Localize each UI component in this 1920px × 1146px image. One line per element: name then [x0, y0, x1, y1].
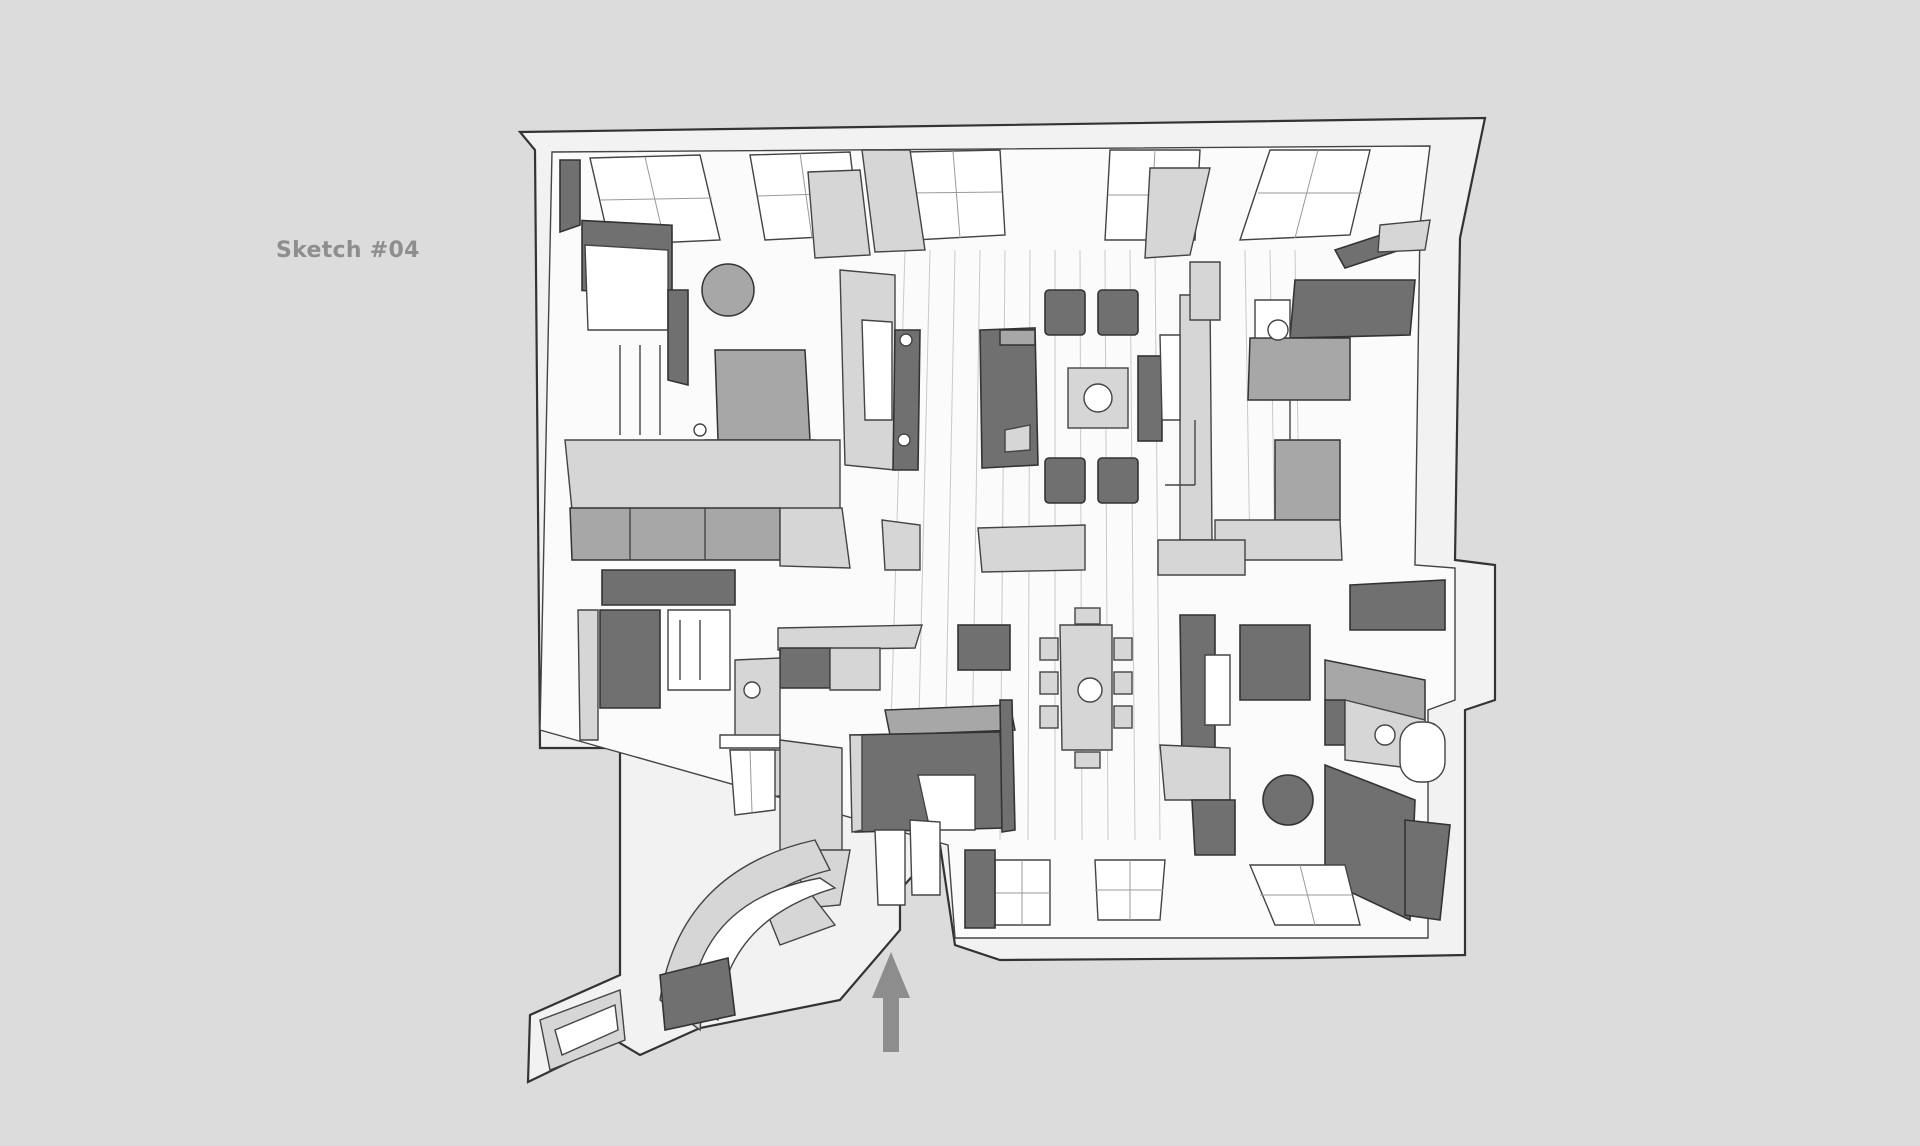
top-windows	[589, 149, 1371, 259]
wardrobe-row	[569, 507, 921, 571]
bathroom-right	[1324, 579, 1451, 922]
right-shelving	[1159, 261, 1221, 541]
kitchen-island	[849, 699, 1016, 833]
curved-corridor	[539, 819, 941, 1071]
kitchen	[577, 569, 923, 749]
entrance-arrow	[872, 952, 910, 1052]
bottom-windows	[964, 849, 1361, 929]
media-wall	[1157, 539, 1314, 856]
living-area	[957, 289, 1163, 671]
tv-partition	[839, 269, 921, 471]
bedroom-right	[1214, 219, 1431, 561]
dining-table	[1039, 607, 1133, 769]
sketch-title: Sketch #04	[276, 238, 420, 263]
